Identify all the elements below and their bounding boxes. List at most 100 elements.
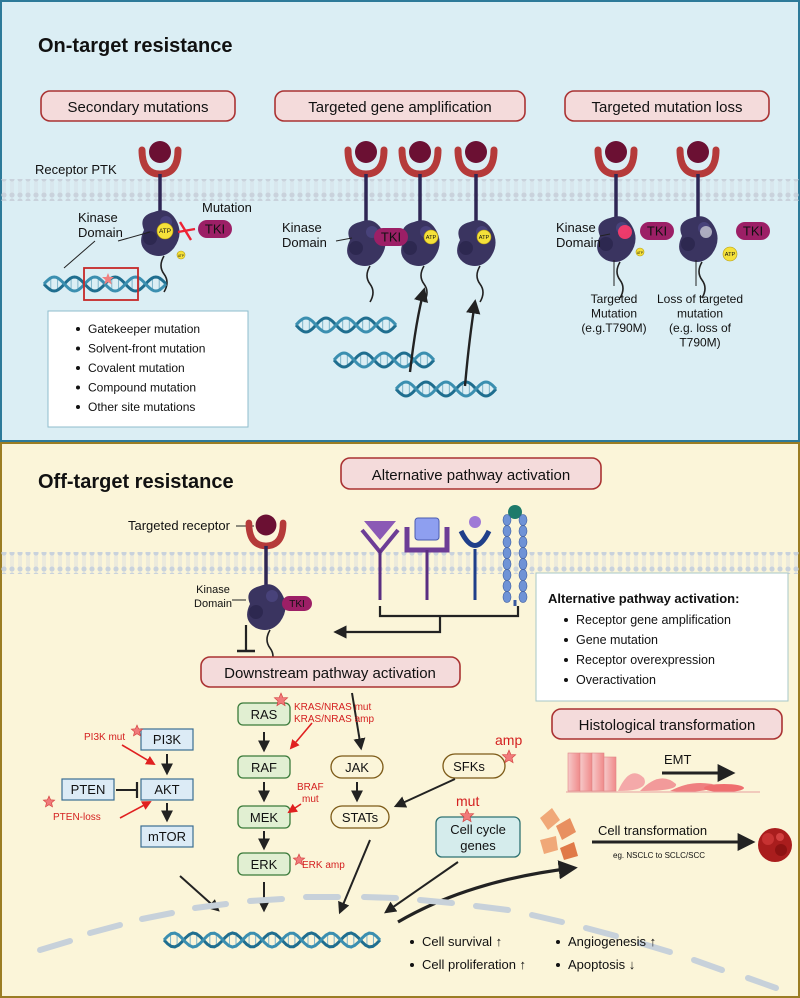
dna-helix-icon <box>294 316 398 334</box>
cell-membrane-top <box>0 179 800 201</box>
cell-transformation-label: Cell transformation <box>598 823 707 838</box>
dna-helix-icon <box>394 380 498 398</box>
tki-drug-icon: TKI <box>282 596 312 611</box>
atp-icon: ATP <box>176 250 186 260</box>
node-stats: STATs <box>330 805 390 829</box>
header-targeted-mutation-loss: Targeted mutation loss <box>564 90 770 122</box>
svg-text:Cell cycle: Cell cycle <box>450 822 506 837</box>
header-label: Targeted mutation loss <box>592 99 743 116</box>
alt-activation-item: Receptor overexpression <box>576 653 715 667</box>
pointer-line <box>599 233 611 237</box>
targeted-mutation-label: (e.g.T790M) <box>581 321 646 335</box>
tail-line <box>616 261 624 299</box>
mutation-types-box <box>47 310 249 428</box>
node-jak: JAK <box>330 755 384 779</box>
alt-box-title: Alternative pathway activation: <box>548 591 739 606</box>
tki-drug-icon: TKI <box>374 228 408 246</box>
mutation-type-item: Other site mutations <box>88 400 195 414</box>
outcome-item: Apoptosis ↓ <box>568 957 635 972</box>
dna-helix-icon <box>162 931 382 949</box>
tail-line <box>698 261 706 299</box>
bullet-icon <box>76 346 80 351</box>
erk-amp-label: ERK amp <box>302 860 345 871</box>
header-label: Targeted gene amplification <box>308 99 491 116</box>
node-sfks: SFKs <box>442 753 506 779</box>
fibroblast-cells-icon <box>540 808 578 860</box>
nuclear-membrane-segment <box>139 910 175 922</box>
kinase-pointer-line <box>63 240 96 269</box>
atp-label: ATP <box>178 254 184 258</box>
dna-icon-mutation <box>42 275 168 293</box>
alt-receptor-cup <box>458 516 492 600</box>
dna-to-transformation-arrow <box>397 860 578 924</box>
mutation-type-item: Solvent-front mutation <box>88 342 205 356</box>
sfks-stats-arrow <box>393 778 456 808</box>
emt-cells-icon <box>566 752 760 793</box>
node-raf: RAF <box>237 755 291 779</box>
dna-amplification-group <box>294 316 498 398</box>
kras-amp-label: KRAS/NRAS amp <box>294 714 374 725</box>
svg-text:RAS: RAS <box>251 707 278 722</box>
kinase-pointer-line <box>117 231 151 242</box>
ras-mutation-star-icon <box>273 692 289 707</box>
alt-receptor-chain <box>502 505 528 606</box>
loss-targeted-label: T790M) <box>679 336 720 350</box>
bracket-line <box>378 606 520 618</box>
kras-amp-arrow <box>289 722 313 750</box>
header-targeted-gene-amplification: Targeted gene amplification <box>274 90 526 122</box>
kinase-domain-icon <box>247 584 286 630</box>
bullet-icon <box>76 405 80 409</box>
tumor-mass-icon <box>758 828 792 862</box>
amplification-arrow-2 <box>463 299 481 387</box>
alt-activation-item: Gene mutation <box>576 633 658 647</box>
kinase-domain-label-2: Domain <box>282 235 327 250</box>
alt-to-downstream-arrow <box>333 616 442 639</box>
alt-activation-item: Receptor gene amplification <box>576 613 731 627</box>
dna-icon-nucleus <box>162 931 382 949</box>
braf-label-1: BRAF <box>297 782 324 793</box>
loss-targeted-label: Loss of targeted <box>657 292 743 306</box>
pi3k-mut-arrow <box>121 744 156 765</box>
tki-label: TKI <box>289 599 305 610</box>
bullet-icon <box>76 385 80 390</box>
nuclear-membrane-segment <box>247 896 285 904</box>
nuclear-membrane-segment <box>583 925 619 939</box>
on-target-title: On-target resistance <box>38 35 233 57</box>
kinase-domain-label-2: Domain <box>194 598 232 610</box>
bullet-icon <box>564 638 568 642</box>
atp-label: ATP <box>637 251 643 255</box>
header-secondary-mutations: Secondary mutations <box>40 90 236 122</box>
atp-icon: ATP <box>423 229 439 245</box>
nuclear-membrane-segment <box>691 957 725 973</box>
node-mek: MEK <box>237 805 291 829</box>
tki-drug-icon: TKI <box>198 220 232 238</box>
node-pten: PTEN <box>61 778 115 801</box>
nuclear-membrane-segment <box>37 938 73 953</box>
bullet-icon <box>76 366 80 370</box>
svg-text:SFKs: SFKs <box>453 759 485 774</box>
nuclear-membrane-segment <box>529 912 565 925</box>
targeted-mutation-label: Targeted <box>591 292 638 306</box>
outcome-item: Cell proliferation ↑ <box>422 957 526 972</box>
pten-loss-arrow <box>119 801 152 819</box>
node-akt: AKT <box>140 778 194 801</box>
svg-text:MEK: MEK <box>250 810 279 825</box>
tail-line <box>476 265 484 303</box>
ligand-icon <box>149 141 171 163</box>
svg-text:JAK: JAK <box>345 760 369 775</box>
nuclear-membrane-segment <box>745 975 779 991</box>
tki-label: TKI <box>647 224 667 239</box>
header-label: Secondary mutations <box>68 99 209 116</box>
cell-cycle-mut-star-icon <box>459 808 475 823</box>
bullet-icon <box>564 658 568 662</box>
tki-label: TKI <box>743 224 763 239</box>
outcome-item: Angiogenesis ↑ <box>568 934 656 949</box>
nuclear-membrane-segment <box>361 894 399 901</box>
tki-drug-icon: TKI <box>736 222 770 240</box>
pointer-line <box>335 237 353 242</box>
svg-text:genes: genes <box>460 838 496 853</box>
svg-text:mTOR: mTOR <box>148 829 186 844</box>
